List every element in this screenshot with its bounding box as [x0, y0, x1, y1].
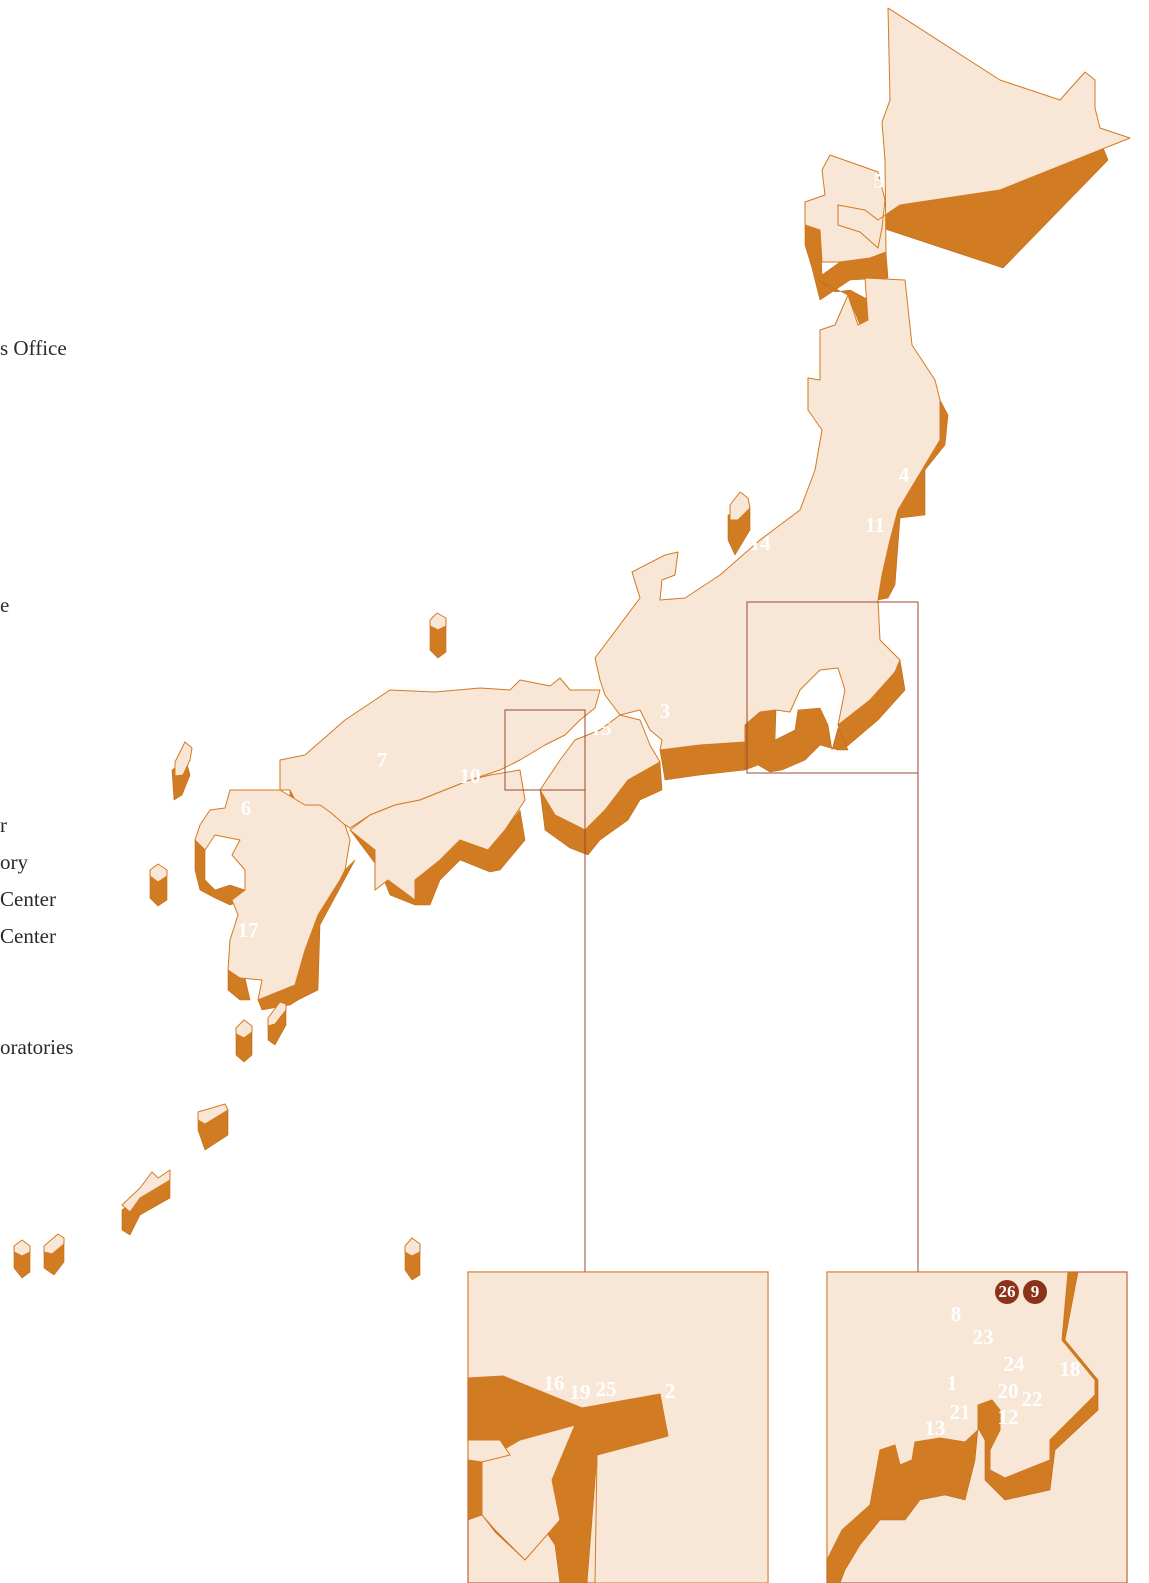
legend-item: s Office: [0, 336, 67, 360]
marker-5: 5: [874, 169, 885, 193]
marker-2: 2: [665, 1379, 676, 1403]
marker-6: 6: [241, 796, 252, 820]
kanto-inset: [826, 1271, 1128, 1583]
kansai-zoom-frame: [504, 709, 586, 791]
marker-1: 1: [947, 1371, 958, 1395]
yonaguni-island: [13, 1239, 31, 1257]
hokkaido-island: [804, 7, 1131, 263]
legend-item: e: [0, 593, 9, 617]
marker-17: 17: [238, 918, 259, 942]
marker-19: 19: [570, 1380, 591, 1404]
marker-15: 15: [591, 716, 612, 740]
hokkaido-peninsula-relief: [804, 224, 889, 301]
miyako-island: [404, 1237, 421, 1257]
land-layer: [13, 7, 1131, 1257]
honshu-island: [594, 277, 941, 751]
marker-12: 12: [998, 1405, 1019, 1429]
marker-23: 23: [973, 1325, 994, 1349]
kanto-zoom-frame: [746, 601, 919, 774]
amami-island: [197, 1103, 229, 1125]
marker-18: 18: [1060, 1357, 1081, 1381]
marker-22: 22: [1022, 1387, 1043, 1411]
marker-25: 25: [596, 1377, 617, 1401]
legend: s Office e r ory Center Center oratories: [0, 336, 73, 1059]
marker-26: 26: [999, 1282, 1016, 1301]
marker-9: 9: [1031, 1282, 1040, 1301]
kansai-inset-land: [467, 1271, 769, 1583]
legend-item: r: [0, 813, 7, 837]
kansai-inset: [467, 1271, 769, 1583]
marker-26-badge: 26: [995, 1280, 1019, 1304]
marker-21: 21: [950, 1400, 971, 1424]
marker-4: 4: [899, 463, 910, 487]
kyushu-island: [194, 789, 351, 1001]
marker-10: 10: [460, 764, 481, 788]
marker-9-badge: 9: [1023, 1280, 1047, 1304]
marker-8: 8: [951, 1302, 962, 1326]
marker-3: 3: [660, 699, 671, 723]
marker-14: 14: [750, 531, 772, 555]
kanto-inset-land: [826, 1271, 1096, 1561]
location-markers: 1 2 3 4 5 6 7 8 10 11 12 13 14 15 16 17 …: [238, 169, 1081, 1440]
marker-24: 24: [1004, 1352, 1026, 1376]
oki-island: [429, 612, 447, 631]
yakushima-island: [235, 1019, 253, 1039]
kansai-inset-bay-land: [481, 1424, 576, 1561]
goto-island: [149, 863, 168, 883]
honshu-south-relief: [744, 707, 849, 773]
legend-item: Center: [0, 924, 56, 948]
marker-11: 11: [865, 513, 885, 537]
legend-item: ory: [0, 850, 28, 874]
shikoku-island: [349, 769, 526, 901]
legend-item: oratories: [0, 1035, 73, 1059]
legend-item: Center: [0, 887, 56, 911]
marker-16: 16: [544, 1371, 565, 1395]
marker-20: 20: [998, 1379, 1019, 1403]
tsushima-island: [174, 741, 193, 777]
kansai-inset-shore: [467, 1439, 511, 1463]
tanegashima-island: [267, 1001, 287, 1027]
highlighted-markers: 26 9: [995, 1280, 1047, 1304]
marker-7: 7: [377, 748, 388, 772]
ishigaki-island: [43, 1233, 65, 1255]
marker-13: 13: [925, 1416, 946, 1440]
okinawa-island: [121, 1169, 171, 1213]
sado-island: [729, 491, 751, 521]
inset-indicators: [504, 601, 919, 1272]
